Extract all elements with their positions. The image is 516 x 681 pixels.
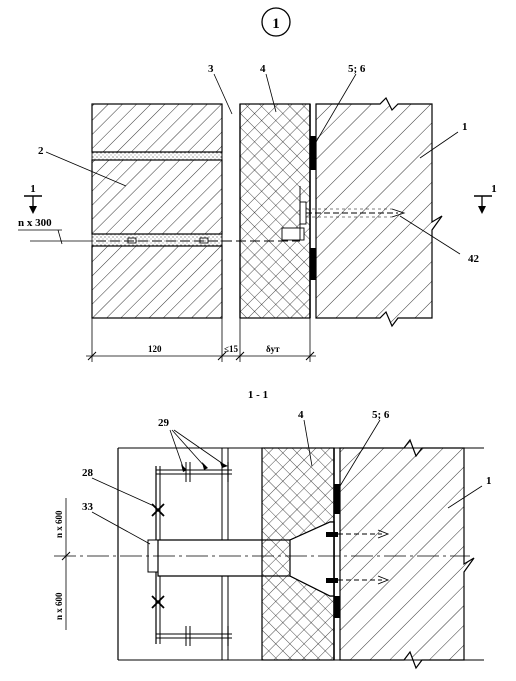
section-label-5-6: 5; 6 [372, 409, 390, 421]
brick-block-middle [91, 159, 223, 235]
mortar-joint [91, 151, 223, 161]
dimension-line: 120 ≤15 δут [86, 318, 316, 362]
cross-mark-bottom [151, 595, 165, 609]
svg-text:1: 1 [491, 183, 497, 195]
section-title: 1 - 1 [248, 389, 268, 401]
section-label-4: 4 [298, 409, 304, 421]
label-5-6: 5; 6 [348, 63, 366, 75]
label-2: 2 [38, 145, 44, 157]
section-label-1: 1 [486, 475, 492, 487]
label-3: 3 [208, 63, 214, 75]
brick-block-bottom [91, 245, 223, 319]
dim-dut: δут [266, 344, 280, 354]
label-4: 4 [260, 63, 266, 75]
adhesive-pad-top [310, 136, 316, 170]
spacing-label: n x 300 [18, 217, 52, 229]
label-28: 28 [82, 467, 94, 479]
brick-block-top [91, 103, 223, 153]
dowel-top [326, 529, 390, 539]
label-33: 33 [82, 501, 94, 513]
label-29: 29 [158, 417, 170, 429]
node-number: 1 [272, 16, 280, 32]
svg-text:1: 1 [30, 183, 36, 195]
section-marker-right: 1 [474, 183, 497, 214]
section-view: n x 600 n x 600 29 4 5; 6 1 28 33 [54, 409, 492, 670]
label-1: 1 [462, 121, 468, 133]
structural-wall [315, 96, 443, 328]
node-marker: 1 [261, 7, 291, 37]
dowel-bottom [326, 575, 390, 585]
section-marker-left: 1 [24, 183, 42, 214]
insulation-layer [239, 103, 311, 319]
adhesive-pad-bottom [310, 248, 316, 280]
section-structural-wall [339, 438, 475, 670]
spacing-lower: n x 600 [54, 592, 64, 620]
spacing-upper: n x 600 [54, 510, 64, 538]
elevation-view: 1 1 n x 300 2 3 4 5; 6 1 42 [18, 63, 497, 362]
mortar-joint-reinforced [91, 233, 223, 247]
dim-15: ≤15 [224, 344, 238, 354]
dim-120: 120 [148, 344, 162, 354]
label-42: 42 [468, 253, 480, 265]
